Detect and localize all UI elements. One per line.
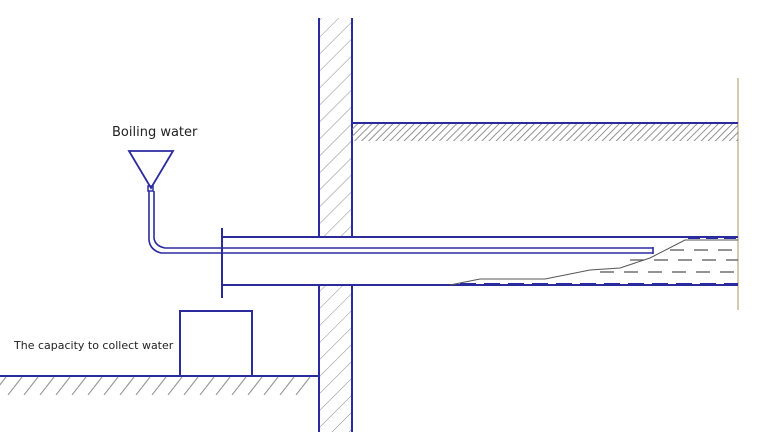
boiling-water-label: Boiling water xyxy=(112,125,198,140)
collect-water-label: The capacity to collect water xyxy=(14,339,174,352)
funnel xyxy=(127,150,175,190)
ground xyxy=(0,375,319,396)
collection-container xyxy=(179,310,253,377)
sleeve-pipe xyxy=(221,228,738,298)
feed-pipe xyxy=(148,191,654,254)
ceiling-soil xyxy=(352,122,738,141)
funnel-joint xyxy=(147,185,154,192)
water-sediment xyxy=(449,237,738,286)
wall xyxy=(318,18,353,432)
